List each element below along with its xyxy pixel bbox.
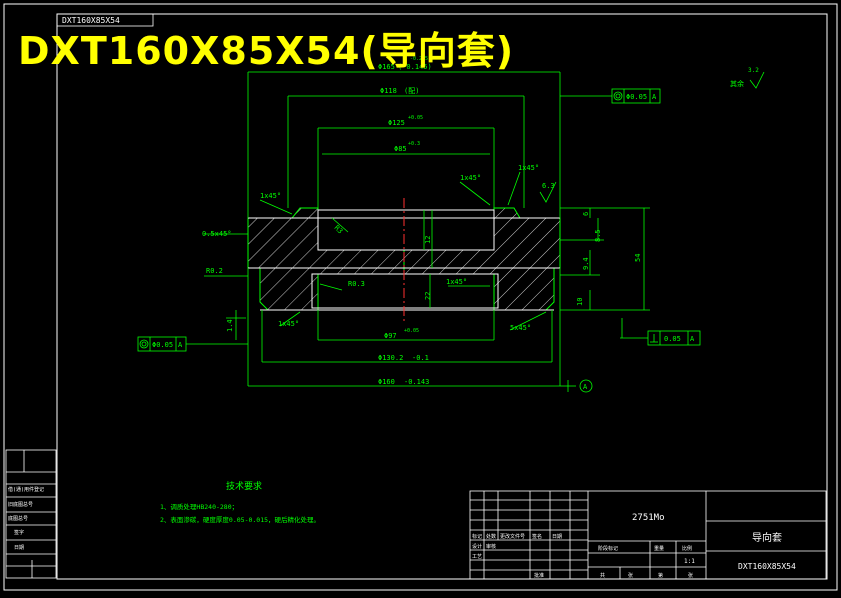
dim-r-left2: R3 (333, 224, 345, 236)
dim-slot: 8.5 (594, 229, 602, 242)
dim-h-top: 6 (582, 212, 590, 216)
dim-h-total: 54 (634, 254, 642, 262)
dim-inner-h2: 22 (424, 292, 432, 300)
dim-d-flange-tol: (配) (404, 87, 419, 95)
tol-concentric-top: Φ0.05 (626, 93, 647, 101)
dim-d-inner-tol: +0.3 (408, 141, 420, 147)
tolerance-frame-top (611, 88, 661, 104)
dim-d-bottom-outer-tol: -0.143 (404, 378, 429, 386)
dim-d-bottom-outer: Φ160 (378, 378, 395, 386)
tb-label-1: 标记 (472, 533, 482, 540)
dim-d-top-outer-tol2: -0.245 (410, 56, 428, 62)
dim-r-left: R0.2 (206, 267, 223, 275)
dim-inner-h: 12 (424, 236, 432, 244)
datum-a-marker (567, 379, 593, 393)
side-table (5, 449, 57, 579)
dim-ch-inner: 1x45° (460, 174, 481, 182)
roughness-ra: 6.3 (542, 182, 555, 190)
tb-label-12: 比例 (682, 545, 692, 552)
tol-concentric-left: Φ0.05 (152, 341, 173, 349)
tol-datum-top: A (652, 93, 657, 101)
roughness-other-ra: 3.2 (748, 67, 759, 74)
tb-label-2: 处数 (486, 533, 496, 540)
dim-r-mid: R0.3 (348, 280, 365, 288)
dim-h-step: 10 (576, 298, 584, 306)
side-table-1: 借(通)用件登记 (8, 486, 44, 493)
dim-d-bore-top: Φ125 (388, 119, 405, 127)
title-part-name: 导向套 (752, 531, 782, 544)
tb-label-4: 签名 (532, 533, 542, 540)
tol-datum-perp: A (690, 335, 695, 343)
side-table-5: 日期 (14, 545, 24, 551)
dim-ch-top-right: 1x45° (518, 164, 539, 172)
dim-h-mid: 9.4 (582, 257, 590, 270)
dim-d-bottom-bore-tol: +0.05 (404, 328, 419, 334)
dim-d-top-outer: Φ165 (378, 63, 395, 71)
inner-border (56, 13, 828, 580)
tb-label-5: 日期 (552, 534, 562, 540)
tb-label-16: 张 (688, 572, 693, 579)
dim-d-inner: Φ85 (394, 145, 407, 153)
dim-ch-top-left: 1x45° (260, 192, 281, 200)
dim-d-top-outer-tol: (-0.145) (398, 63, 432, 71)
datum-a-label: A (583, 383, 588, 391)
dim-d-lower-tol: -0.1 (412, 354, 429, 362)
title-drawing-no: DXT160X85X54 (738, 562, 796, 571)
roughness-other-label: 其余 (730, 79, 744, 88)
side-table-3: 底图总号 (8, 515, 28, 522)
dim-ch-left-small: 0.5x45° (202, 230, 232, 238)
notes-line-1: 1、调质处理HB240-280； (160, 502, 238, 511)
title-material: 2751Mo (632, 513, 665, 523)
dim-1-4: 1.4 (226, 319, 234, 332)
title-scale: 1:1 (684, 558, 695, 565)
tb-label-3: 更改文件号 (500, 533, 525, 540)
tb-label-11: 重量 (654, 545, 664, 552)
tolerance-frame-perp (647, 330, 701, 346)
title-block (469, 490, 827, 580)
outer-border (3, 3, 838, 591)
dim-d-flange: Φ118 (380, 87, 397, 95)
dim-ch-bottom-left: 1x45° (278, 320, 299, 328)
dim-d-lower: Φ130.2 (378, 354, 403, 362)
tol-datum-left: A (178, 341, 183, 349)
tb-label-15: 第 (658, 572, 663, 579)
side-table-2: 旧底图总号 (8, 501, 33, 508)
notes-heading: 技术要求 (226, 480, 262, 492)
dim-ch-bottom-right: 5x45° (510, 324, 531, 332)
tb-label-8: 工艺 (472, 554, 482, 560)
side-table-4: 签字 (14, 529, 24, 536)
notes-line-2: 2、表面渗碳，硬度厚度0.05-0.015，硬后精化处理。 (160, 515, 320, 524)
tol-perpendicular: 0.05 (664, 335, 681, 343)
tb-label-10: 阶段标记 (598, 545, 618, 552)
dim-d-bore-top-tol: +0.05 (408, 115, 423, 121)
tb-label-7: 审核 (486, 543, 496, 550)
dim-ch-lower-inner: 1x45° (446, 278, 467, 286)
tolerance-frame-left (137, 336, 187, 352)
dim-d-bottom-bore: Φ97 (384, 332, 397, 340)
drawing-title: DXT160X85X54(导向套) (18, 29, 515, 73)
stamp-text: DXT160X85X54 (62, 16, 120, 25)
tb-label-14: 张 (628, 572, 633, 579)
tb-label-13: 共 (600, 572, 605, 579)
tb-label-9: 批准 (534, 572, 544, 579)
tb-label-6: 设计 (472, 543, 482, 550)
